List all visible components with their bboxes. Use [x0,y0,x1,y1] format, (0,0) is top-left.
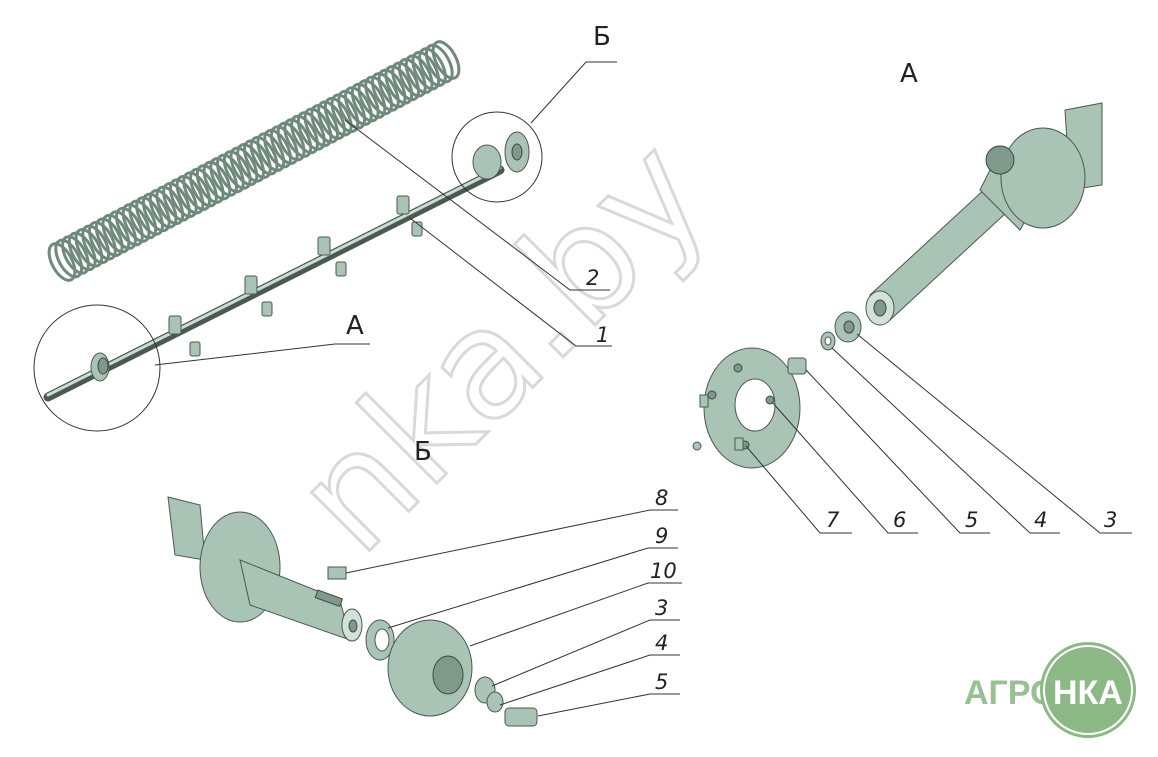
spring-coil [175,174,205,215]
spring-coil [216,153,245,194]
detail-b-circle [451,111,543,203]
spring-coil [323,96,353,137]
callout-b-5: 5 [655,670,668,694]
spring-coil [162,182,191,222]
callout-b-3: 3 [655,596,668,620]
detail-b-shaft [167,496,363,642]
callout-b-10: 10 [650,559,677,583]
spring-coil [276,121,306,162]
spring-coil [303,107,333,148]
spring-coil [61,235,90,275]
spring-coil [364,75,393,116]
shaft-main [43,131,530,402]
callout-b-4: 4 [655,631,668,655]
spring-coil [283,118,313,158]
spring-coil [377,68,407,109]
detail-a-fasteners [787,311,862,375]
detail-a-circle [33,304,161,432]
spring-coil [148,189,178,229]
spring-coil [397,57,427,98]
callout-a-6: 6 [893,508,906,532]
spring-coil [155,185,185,226]
spring-coil [88,220,117,261]
detail-b-marker: Б [593,22,611,52]
spring-coil [81,224,111,265]
spring-coil [344,86,373,126]
spring-coil [182,171,212,211]
watermark: nka.by [262,107,741,586]
spring-coil [310,104,340,144]
spring-coil [195,164,225,204]
callout-a-5: 5 [965,508,978,532]
spring-coil [189,167,218,208]
spring-coil [108,210,137,250]
callout-a-7: 7 [826,508,840,532]
callout-a-4: 4 [1034,508,1047,532]
callout-a-3: 3 [1104,508,1117,532]
spring-coil [424,43,454,84]
detail-a-flange [692,347,801,469]
spring [47,40,461,282]
spring-coil [384,65,414,105]
detail-a-marker: А [346,311,364,341]
spring-coil [337,89,367,130]
spring-coil [269,125,299,165]
spring-coil [168,178,198,218]
callout-b-9: 9 [655,524,668,548]
callout-2: 2 [586,266,599,290]
spring-coil [243,139,272,179]
detail-a-shaft [865,102,1103,326]
spring-coil [115,206,144,247]
spring-coil [236,143,265,183]
spring-coil [350,82,380,123]
spring-coil [101,213,131,254]
spring-coil [141,192,171,233]
spring-coil [296,111,326,151]
spring-coil [391,61,420,102]
spring-coil [317,100,346,140]
spring-coil [411,50,441,91]
spring-coil [404,54,434,94]
detail-b-sprocket [365,619,538,727]
spring-coil [94,217,124,257]
spring-coil [222,150,252,190]
spring-coil [357,79,387,119]
callout-b-8: 8 [655,486,668,510]
logo-right-text: НКА [1053,674,1123,712]
spring-coil [209,157,239,197]
spring-coil [330,93,360,133]
spring-coil [229,146,259,187]
callout-1: 1 [596,323,609,347]
spring-coil [121,203,151,243]
spring-coil [371,72,400,112]
spring-coil [263,128,292,169]
spring-coil [249,135,279,176]
spring-coil [74,228,104,268]
spring-coil [418,47,447,87]
spring-coil [290,114,319,155]
detail-b-title: Б [414,437,432,467]
spring-coil [135,196,164,236]
key-part [327,566,347,580]
spring-coil [431,40,461,80]
spring-coil [67,231,97,272]
spring-coil [202,160,232,201]
agronka-logo: АГРО НКА [964,642,1136,738]
spring-coil [128,199,158,240]
spring-coil [47,242,77,282]
spring-coil [54,238,84,279]
detail-a-title: А [900,59,918,89]
spring-coil [256,132,286,172]
